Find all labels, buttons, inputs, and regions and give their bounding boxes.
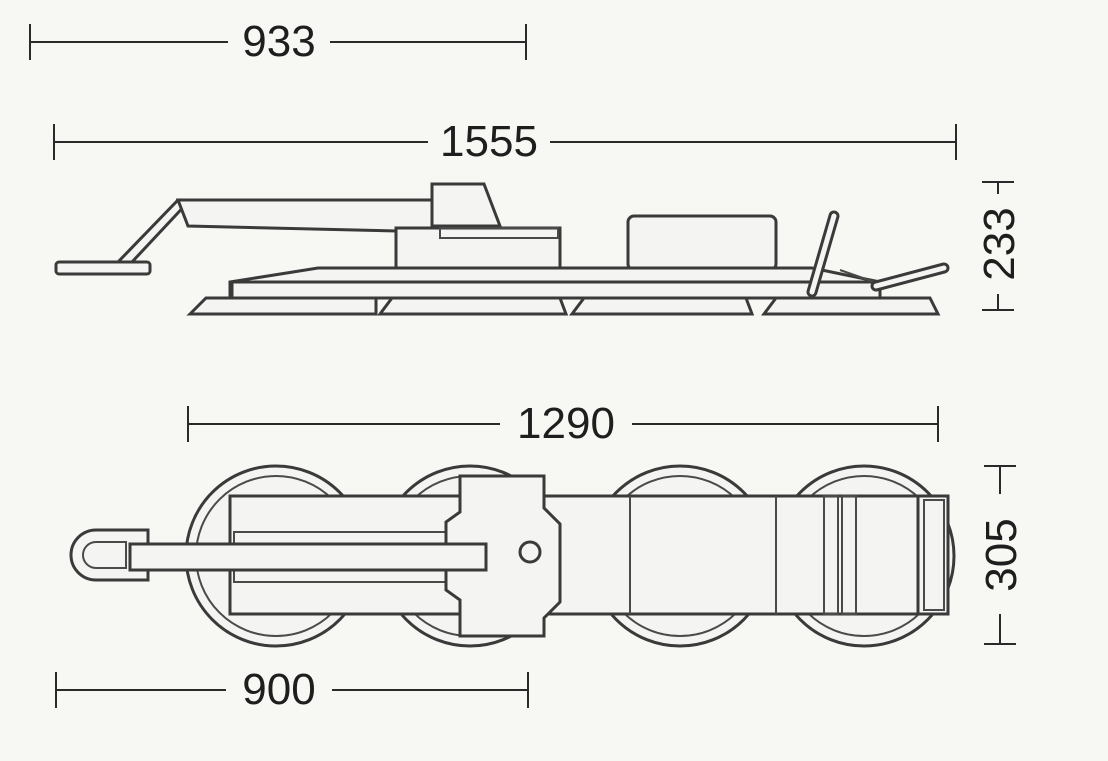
dimension-305: 305	[977, 465, 1026, 645]
dimension-label-1290: 1290	[517, 399, 615, 448]
dimension-label-1555: 1555	[440, 117, 538, 166]
suction-pad-side-4	[761, 296, 941, 316]
dimension-933: 933	[29, 17, 527, 66]
pivot-housing	[444, 474, 562, 638]
cover-plate	[394, 226, 562, 272]
handle-bar	[128, 542, 488, 572]
handle-arm	[114, 198, 194, 264]
cover-rim	[439, 227, 559, 239]
lever-slot-2	[841, 495, 857, 615]
handle-grip	[54, 260, 152, 276]
handle-loop-inner	[82, 541, 127, 569]
suction-pad-side-3	[569, 296, 755, 316]
suction-pad-side-1	[186, 296, 378, 316]
dimension-1290: 1290	[187, 399, 939, 448]
dimension-label-933: 933	[242, 17, 315, 66]
dimension-label-305: 305	[977, 518, 1026, 591]
pump-housing	[626, 214, 778, 272]
end-cap-inner	[923, 499, 945, 611]
body-base	[230, 280, 882, 300]
pivot-pin	[518, 540, 542, 564]
release-lever-2-inner	[873, 265, 947, 289]
suction-pad-side-2	[377, 296, 569, 316]
plan-view	[69, 464, 956, 648]
dimension-label-900: 900	[242, 665, 315, 714]
dimension-233: 233	[975, 181, 1024, 311]
side-view	[54, 182, 950, 316]
dimension-label-233: 233	[975, 207, 1024, 280]
dimension-900: 900	[55, 665, 529, 714]
dimension-1555: 1555	[53, 117, 957, 166]
lever-slot-1	[823, 495, 839, 615]
pivot-block	[430, 182, 503, 228]
release-lever-1-inner	[809, 213, 837, 295]
